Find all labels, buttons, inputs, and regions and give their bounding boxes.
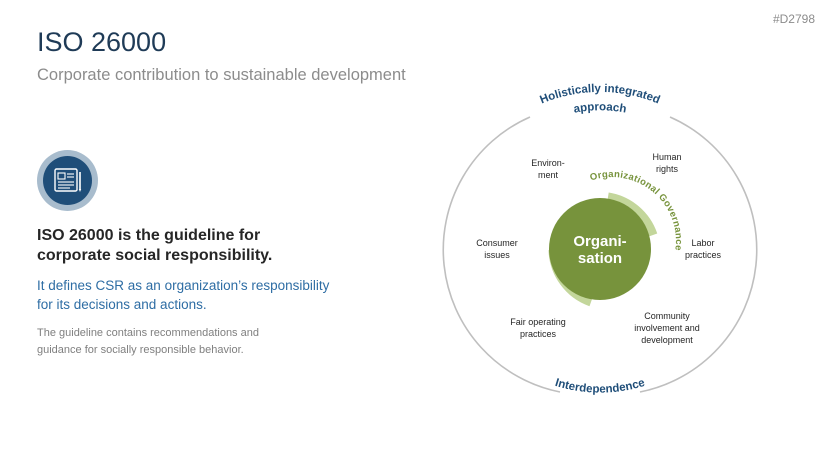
outer-bottom-label: Interdependence — [554, 377, 647, 396]
body-line: guidance for socially responsible behavi… — [37, 344, 244, 356]
outer-top-label-2: approach — [573, 101, 628, 115]
document-icon — [54, 168, 82, 192]
subject-community-line1: Community — [644, 311, 690, 321]
governance-ring-top — [607, 192, 658, 237]
headline: ISO 26000 is the guideline for corporate… — [37, 226, 357, 266]
subject-community-line3: development — [641, 335, 693, 345]
subject-environment-line1: Environ- — [531, 158, 565, 168]
subject-consumer-line1: Consumer — [476, 238, 518, 248]
page-subtitle: Corporate contribution to sustainable de… — [37, 66, 406, 84]
document-badge — [37, 150, 98, 211]
lead-text: It defines CSR as an organization’s resp… — [37, 276, 357, 314]
body-line: The guideline contains recommendations a… — [37, 327, 259, 339]
headline-line: ISO 26000 is the guideline for — [37, 227, 261, 244]
outer-circle-right — [639, 116, 758, 393]
subject-labor-line1: Labor — [691, 238, 714, 248]
subject-labor-line2: practices — [685, 250, 722, 260]
lead-line: for its decisions and actions. — [37, 297, 207, 312]
center-label-line2: sation — [578, 250, 622, 267]
document-badge-inner — [43, 156, 92, 205]
lead-line: It defines CSR as an organization’s resp… — [37, 278, 330, 293]
subject-consumer-line2: issues — [484, 250, 510, 260]
center-circle — [549, 198, 651, 300]
subject-community-line2: involvement and — [634, 323, 700, 333]
outer-circle-left — [442, 116, 561, 393]
subject-fair-line2: practices — [520, 329, 557, 339]
body-text: The guideline contains recommendations a… — [37, 325, 337, 359]
subject-environment-line2: ment — [538, 170, 559, 180]
center-label-line1: Organi- — [573, 233, 626, 250]
page-title: ISO 26000 — [37, 27, 167, 57]
iso-diagram: Holistically integrated approach Interde… — [442, 83, 758, 396]
headline-line: corporate social responsibility. — [37, 247, 273, 264]
slide-id: #D2798 — [772, 12, 815, 26]
subject-human-rights-line2: rights — [656, 164, 679, 174]
subject-human-rights-line1: Human — [652, 152, 681, 162]
subject-fair-line1: Fair operating — [510, 317, 566, 327]
